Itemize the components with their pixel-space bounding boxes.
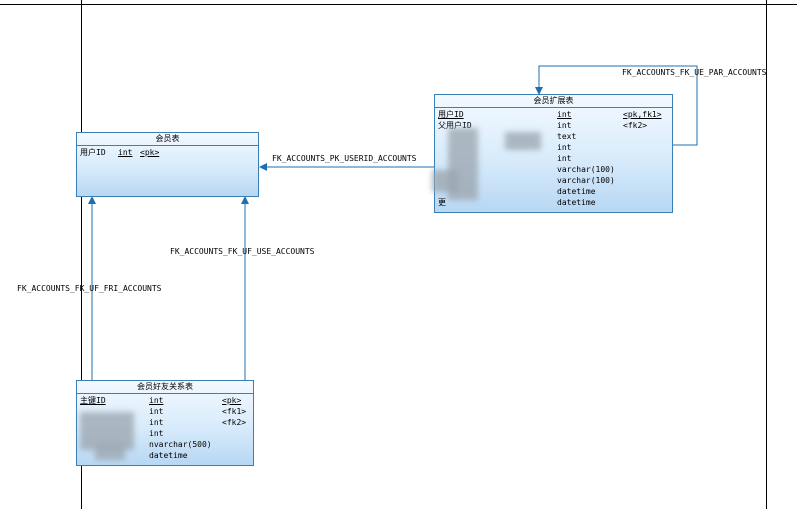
relation-line-par[interactable]	[535, 65, 698, 146]
entity-row: text	[438, 131, 669, 142]
entity-row: datetime	[438, 186, 669, 197]
column-key: <pk,fk1>	[623, 110, 662, 119]
column-type: varchar(100)	[557, 165, 615, 174]
column-key: <pk>	[140, 148, 160, 157]
entity-rows: 主键ID int <pk> int <fk1> int <fk2> int nvarch…	[77, 394, 253, 461]
column-type: datetime	[149, 451, 188, 460]
column-key: <fk2>	[623, 121, 648, 130]
redaction-blur	[80, 412, 134, 450]
entity-rows: 用户ID int <pk,fk1> 父用户ID int <fk2> text int i…	[435, 108, 672, 208]
relation-label-fri: FK_ACCOUNTS_FK_UF_FRI_ACCOUNTS	[17, 284, 162, 293]
relation-label-par: FK_ACCOUNTS_FK_UE_PAR_ACCOUNTS	[622, 68, 767, 77]
column-type: int	[557, 110, 572, 119]
entity-row: int <fk2>	[80, 417, 250, 428]
entity-row: int	[80, 428, 250, 439]
column-type: nvarchar(500)	[149, 440, 212, 449]
entity-row: datetime	[80, 450, 250, 461]
column-type: int	[149, 396, 164, 405]
column-type: int	[149, 418, 164, 427]
column-key: <fk1>	[222, 407, 247, 416]
column-type: datetime	[557, 198, 596, 207]
entity-title: 会员扩展表	[435, 95, 672, 108]
entity-row: nvarchar(500)	[80, 439, 250, 450]
entity-member[interactable]: 会员表 用户ID int <pk>	[76, 132, 259, 197]
page-right-margin-line	[766, 0, 767, 509]
entity-row: int <fk1>	[80, 406, 250, 417]
entity-row: int	[438, 153, 669, 164]
column-type: int	[149, 407, 164, 416]
entity-row: 主键ID int <pk>	[80, 395, 250, 406]
column-name: 父用户ID	[438, 121, 472, 130]
column-type: varchar(100)	[557, 176, 615, 185]
relation-label-use: FK_ACCOUNTS_FK_UF_USE_ACCOUNTS	[170, 247, 315, 256]
entity-row: varchar(100)	[438, 164, 669, 175]
entity-title: 会员表	[77, 133, 258, 146]
redaction-blur	[432, 170, 458, 192]
column-type: int	[118, 148, 133, 157]
page-top-border	[0, 4, 797, 5]
column-key: <pk>	[222, 396, 242, 405]
entity-row: 父用户ID int <fk2>	[438, 120, 669, 131]
redaction-blur	[505, 132, 541, 150]
redaction-blur	[95, 445, 125, 460]
column-name: 更	[438, 198, 446, 207]
column-key: <fk2>	[222, 418, 247, 427]
entity-row: 用户ID int <pk>	[80, 147, 255, 158]
relation-label-userid: FK_ACCOUNTS_PK_USERID_ACCOUNTS	[272, 154, 417, 163]
column-type: int	[557, 143, 572, 152]
entity-row: 用户ID int <pk,fk1>	[438, 109, 669, 120]
entity-row: varchar(100)	[438, 175, 669, 186]
column-type: int	[149, 429, 164, 438]
entity-row: int	[438, 142, 669, 153]
column-type: datetime	[557, 187, 596, 196]
column-type: int	[557, 121, 572, 130]
column-name: 用户ID	[438, 110, 464, 119]
column-type: int	[557, 154, 572, 163]
column-name: 用户ID	[80, 148, 106, 157]
entity-title: 会员好友关系表	[77, 381, 253, 394]
page-left-margin-line	[81, 0, 82, 509]
column-type: text	[557, 132, 577, 141]
entity-row: 更 datetime	[438, 197, 669, 208]
column-name: 主键ID	[80, 396, 106, 405]
